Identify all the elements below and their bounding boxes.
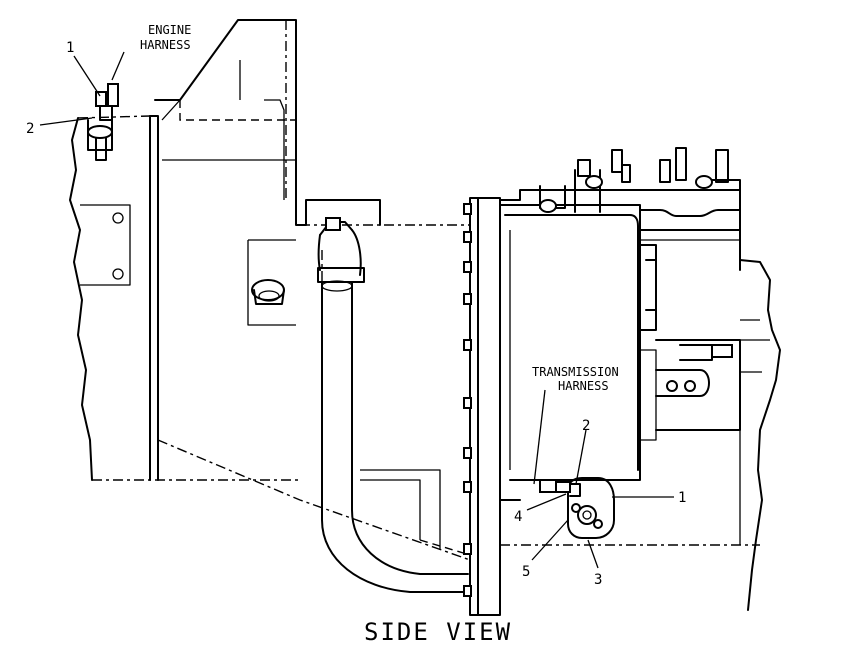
view-title: SIDE VIEW [364, 618, 512, 646]
oil-tube [317, 217, 469, 593]
engine-harness-label-line2: HARNESS [140, 38, 191, 52]
top-bolt [539, 147, 729, 213]
transmission-harness-label-line2: HARNESS [558, 379, 609, 393]
engine-harness-label-line1: ENGINE [148, 23, 191, 37]
flange-bolt [463, 203, 472, 597]
flywheel-housing [154, 19, 471, 561]
engine-block [69, 115, 300, 481]
callout-engine-1: 1 [66, 40, 74, 56]
transmission-sensor [539, 477, 615, 539]
transmission-harness-label-line1: TRANSMISSION [532, 365, 619, 379]
callout-trans-2: 2 [582, 418, 590, 434]
callout-trans-5: 5 [522, 564, 530, 580]
engine-sensor [95, 83, 119, 121]
callout-engine-2: 2 [26, 121, 34, 137]
callout-trans-4: 4 [514, 509, 522, 525]
transmission-case [499, 147, 781, 611]
transmission-housing [300, 224, 471, 556]
callout-trans-1: 1 [678, 490, 686, 506]
leader-lines [39, 51, 674, 569]
callout-trans-3: 3 [594, 572, 602, 588]
flange [463, 197, 501, 616]
